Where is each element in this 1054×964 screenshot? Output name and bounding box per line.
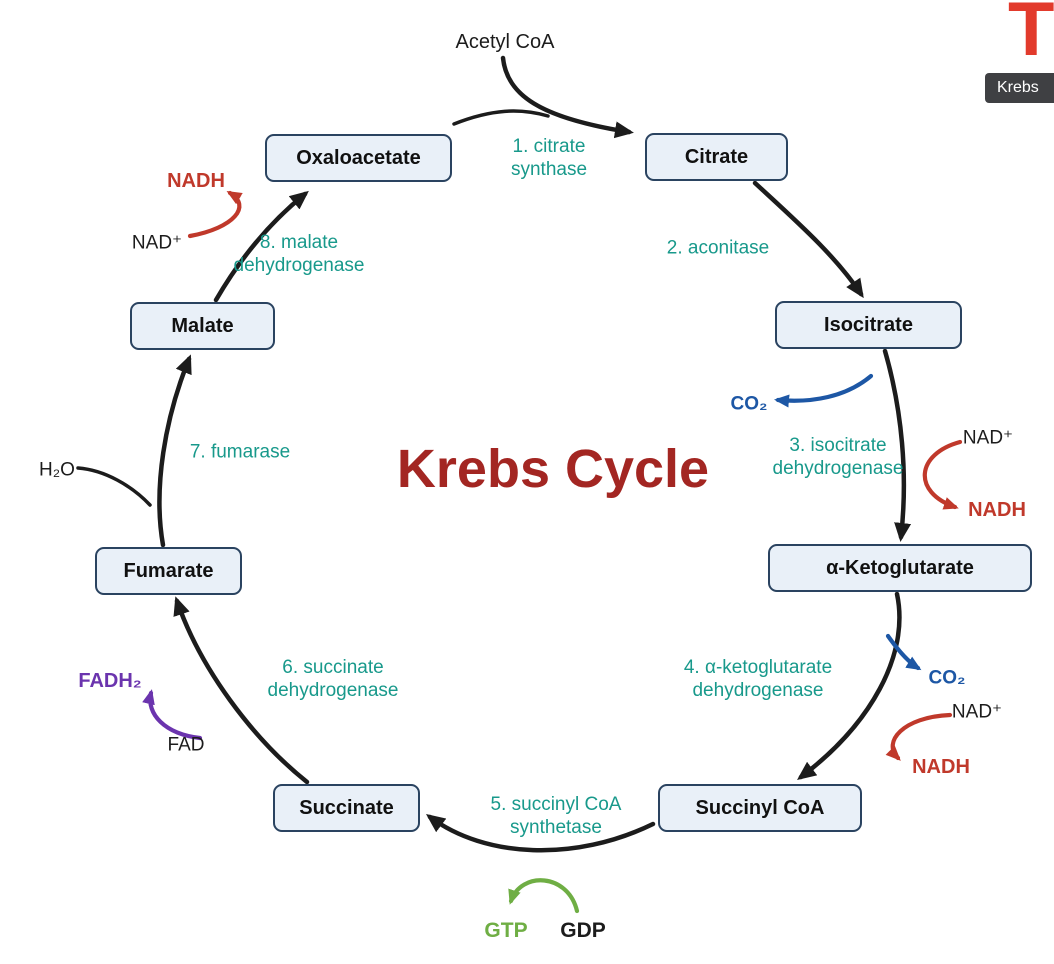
label-nadh-step3: NADH — [968, 498, 1026, 521]
arrow-malate-to-oxaloacetate — [213, 190, 309, 303]
label-enzyme-step8: 8. malate dehydrogenase — [233, 231, 365, 276]
node-isocitrate: Isocitrate — [775, 301, 962, 349]
arrow-acetyl-coa-to-citrate — [500, 55, 634, 139]
label-enzyme-step4: 4. α-ketoglutarate dehydrogenase — [683, 656, 833, 701]
arrow-nad-to-nadh-step4 — [885, 712, 953, 761]
node-succinyl-coa: Succinyl CoA — [658, 784, 862, 832]
label-enzyme-step6: 6. succinate dehydrogenase — [267, 656, 399, 701]
arrow-fumarate-to-malate — [157, 354, 192, 548]
arrow-alpha-ketoglutarate-to-succinyl-coa — [797, 591, 902, 781]
label-enzyme-step1: 1. citrate synthase — [510, 135, 588, 180]
node-oxaloacetate: Oxaloacetate — [265, 134, 452, 182]
label-nad-step4: NAD⁺ — [951, 701, 1003, 723]
label-fad: FAD — [167, 734, 205, 756]
label-gtp: GTP — [484, 919, 528, 943]
label-co2-step4: CO₂ — [928, 667, 966, 689]
node-malate: Malate — [130, 302, 275, 350]
label-gdp: GDP — [560, 919, 606, 943]
node-alpha-ketoglutarate: α-Ketoglutarate — [768, 544, 1032, 592]
node-citrate: Citrate — [645, 133, 788, 181]
label-nadh-step4: NADH — [912, 755, 970, 778]
node-succinate: Succinate — [273, 784, 420, 832]
label-enzyme-step3: 3. isocitrate dehydrogenase — [772, 434, 904, 479]
label-co2-step3: CO₂ — [730, 393, 768, 415]
label-enzyme-step5: 5. succinyl CoA synthetase — [490, 793, 622, 838]
label-nad-step3: NAD⁺ — [962, 427, 1014, 449]
arrow-gdp-to-gtp-step5 — [508, 878, 580, 914]
node-fumarate: Fumarate — [95, 547, 242, 595]
line-oxaloacetate-merge — [452, 109, 550, 126]
site-logo-partial: T — [1008, 0, 1054, 72]
arrow-succinate-to-fumarate — [173, 596, 310, 785]
label-nad-step8: NAD⁺ — [131, 232, 183, 254]
arrow-citrate-to-isocitrate — [752, 180, 864, 299]
arrow-isocitrate-to-alpha-ketoglutarate — [882, 348, 912, 542]
label-enzyme-step7: 7. fumarase — [189, 441, 291, 463]
arrow-succinyl-coa-to-succinate — [425, 814, 656, 853]
label-h2o: H₂O — [39, 459, 75, 481]
arrow-co2-step4 — [885, 633, 922, 671]
line-h2o-merge — [76, 466, 152, 507]
label-enzyme-step2: 2. aconitase — [666, 237, 770, 259]
arrow-nad-to-nadh-step3 — [922, 439, 963, 510]
label-nadh-step8: NADH — [167, 169, 225, 192]
arrow-nad-to-nadh-step8 — [187, 190, 243, 239]
label-acetyl-coa: Acetyl CoA — [455, 30, 555, 53]
diagram-title: Krebs Cycle — [396, 439, 710, 500]
krebs-tooltip: Krebs — [985, 73, 1054, 103]
label-fadh2: FADH₂ — [78, 669, 142, 692]
arrow-fad-to-fadh2-step6 — [142, 689, 203, 741]
arrow-co2-step3 — [774, 373, 874, 408]
